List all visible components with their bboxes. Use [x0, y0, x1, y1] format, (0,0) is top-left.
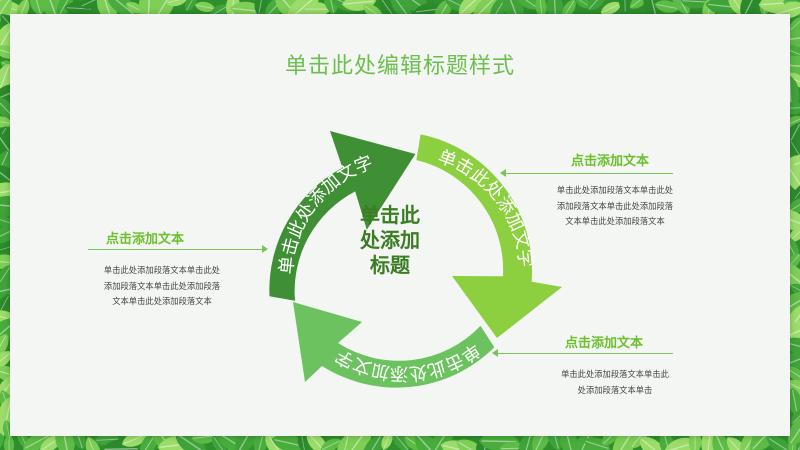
leaf-decoration — [265, 432, 285, 450]
leaf-decoration — [56, 0, 74, 17]
leaf-decoration — [22, 432, 52, 450]
text-line: 单击此处添加段落文本单击此处 — [103, 265, 221, 275]
text-line: 单击此处添加段落文本单击此处 — [556, 185, 674, 195]
leaf-decoration — [39, 0, 63, 23]
leaf-decoration — [639, 436, 667, 450]
text-block-left-heading: 点击添加文本 — [106, 232, 185, 247]
leaf-decoration — [600, 1, 622, 15]
leaf-decoration — [535, 0, 547, 19]
leaf-decoration — [587, 0, 607, 11]
connector-arrowhead-left — [262, 245, 268, 253]
leaf-decoration — [0, 334, 9, 358]
leaf-decoration — [680, 0, 710, 9]
leaf-decoration — [0, 0, 12, 23]
leaf-decoration — [618, 0, 632, 14]
leaf-decoration — [0, 351, 12, 369]
text-block-left[interactable]: 点击添加文本 单击此处添加段落文本单击此处 添加段落文本单击此处添加段落 文本单… — [92, 228, 232, 310]
text-line: 文本单击此处添加段落文本 — [565, 216, 665, 226]
center-title-line-1: 单击此 — [360, 203, 420, 227]
center-title[interactable]: 单击此 处添加 标题 — [335, 203, 445, 278]
leaf-decoration — [320, 438, 342, 450]
leaf-decoration — [518, 431, 536, 450]
connector-arrowhead-right-bottom — [492, 349, 498, 357]
leaf-decoration — [29, 0, 45, 16]
leaf-decoration — [323, 0, 339, 15]
text-line: 处添加段落文本单击 — [577, 384, 653, 395]
text-line: 单击此处添加段落文本单击此 — [561, 369, 669, 379]
leaf-decoration — [767, 436, 791, 450]
leaf-decoration — [363, 434, 383, 450]
text-line: 添加段落文本单击此处添加段落 — [556, 200, 674, 211]
text-block-right-top-heading: 点击添加文本 — [571, 154, 650, 169]
leaf-decoration — [0, 213, 13, 227]
leaf-decoration — [786, 198, 800, 214]
leaf-decoration — [574, 0, 592, 9]
leaf-decoration — [390, 0, 412, 20]
cycle-arrow-left[interactable] — [269, 131, 416, 301]
leaf-decoration — [659, 430, 675, 450]
connector-line-right-bottom — [497, 353, 673, 354]
leaf-decoration — [184, 0, 198, 12]
leaf-decoration — [378, 0, 396, 18]
text-line: 添加段落文本单击此处添加段落 — [103, 280, 221, 291]
text-line: 文本单击此处添加段落文本 — [112, 296, 212, 306]
cycle-arrow-bottom[interactable] — [293, 302, 495, 388]
center-title-line-3: 标题 — [370, 253, 410, 277]
leaf-decoration — [789, 16, 800, 32]
leaf-decoration — [85, 436, 101, 450]
connector-arrowhead-right-top — [500, 169, 506, 177]
leaf-decoration — [414, 433, 444, 450]
slide-title[interactable]: 单击此处编辑标题样式 — [284, 54, 515, 79]
center-title-line-2: 处添加 — [360, 228, 420, 252]
text-block-right-top-body: 单击此处添加段落文本单击此处 添加段落文本单击此处添加段落 文本单击此处添加段落… — [545, 183, 685, 230]
text-block-left-body: 单击此处添加段落文本单击此处 添加段落文本单击此处添加段落 文本单击此处添加段落… — [92, 263, 232, 310]
leaf-decoration — [392, 432, 410, 450]
leaf-decoration — [740, 0, 762, 20]
leaf-decoration — [629, 0, 649, 9]
leaf-decoration — [0, 265, 12, 287]
text-block-right-bottom-body: 单击此处添加段落文本单击此 处添加段落文本单击 — [545, 367, 685, 398]
leaf-decoration — [194, 1, 216, 13]
leaf-decoration — [788, 225, 800, 243]
connector-line-right-top — [505, 173, 673, 174]
connector-line-left — [88, 249, 263, 250]
leaf-decoration — [562, 0, 576, 18]
leaf-decoration — [654, 0, 680, 13]
text-block-right-bottom-heading: 点击添加文本 — [565, 336, 644, 351]
leaf-decoration — [726, 437, 748, 450]
leaf-decoration — [106, 0, 136, 17]
leaf-decoration — [0, 294, 11, 314]
cycle-arrow-right[interactable] — [416, 134, 562, 338]
leaf-decoration — [254, 0, 268, 16]
leaf-decoration — [515, 0, 539, 10]
leaf-decoration — [787, 387, 800, 417]
leaf-decoration — [458, 0, 484, 16]
text-block-right-top[interactable]: 点击添加文本 单击此处添加段落文本单击此处 添加段落文本单击此处添加段落 文本单… — [545, 150, 685, 230]
leaf-decoration — [302, 2, 332, 16]
leaf-decoration — [0, 0, 7, 19]
text-block-right-bottom[interactable]: 点击添加文本 单击此处添加段落文本单击此 处添加段落文本单击 — [545, 332, 685, 398]
leaf-decoration — [165, 0, 189, 7]
leaf-decoration — [0, 116, 13, 128]
leaf-decoration — [297, 431, 309, 450]
